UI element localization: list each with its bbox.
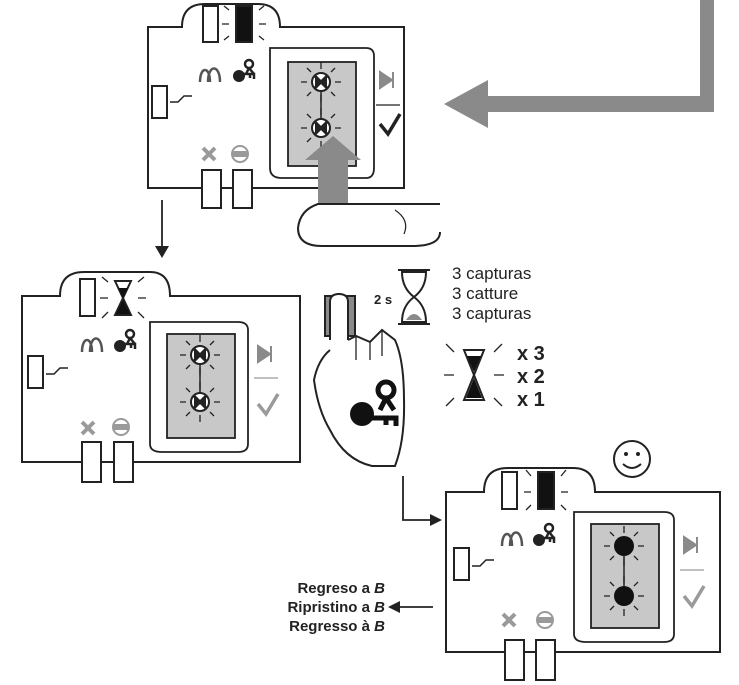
- led-top-on: [614, 536, 634, 556]
- hand-on-sensor: [312, 292, 406, 467]
- press-arrow: [305, 136, 361, 215]
- key-badge: [350, 402, 374, 426]
- return-text-es: Regreso a B: [297, 580, 385, 597]
- skip-icon: [379, 70, 394, 90]
- blink-count-2: x 2: [517, 366, 545, 388]
- return-text-it: Ripristino a B: [287, 599, 385, 616]
- led-top: [310, 71, 332, 93]
- captures-line-3: 3 capturas: [452, 304, 532, 323]
- captures-line-1: 3 capturas: [452, 264, 532, 283]
- led-bottom-on: [614, 586, 634, 606]
- flow-arrow-1: [155, 246, 169, 258]
- blink-hourglass: [444, 343, 504, 407]
- cross-icon: [201, 146, 217, 162]
- led-blink-top: [235, 5, 253, 43]
- blink-count-3: x 1: [517, 389, 545, 411]
- board-middle: [21, 271, 301, 483]
- side-slot: [151, 85, 168, 119]
- return-arrow: [444, 0, 714, 128]
- check-icon: [378, 113, 402, 138]
- flow-arrow-2: [430, 514, 442, 526]
- blink-count-1: x 3: [517, 343, 545, 365]
- led-bottom: [310, 117, 332, 139]
- duration-label: 2 s: [374, 292, 393, 307]
- board-bottom: [445, 467, 721, 681]
- captures-line-2: 3 catture: [452, 284, 519, 303]
- led-blink-bottom: [537, 471, 555, 510]
- smiley-icon: [613, 440, 651, 478]
- board-top: [147, 3, 441, 247]
- slot-left: [202, 5, 219, 43]
- hourglass-icon: [398, 269, 430, 325]
- return-text-pt: Regresso à B: [289, 618, 385, 635]
- flow-arrow-3: [388, 601, 400, 613]
- finger: [296, 203, 441, 247]
